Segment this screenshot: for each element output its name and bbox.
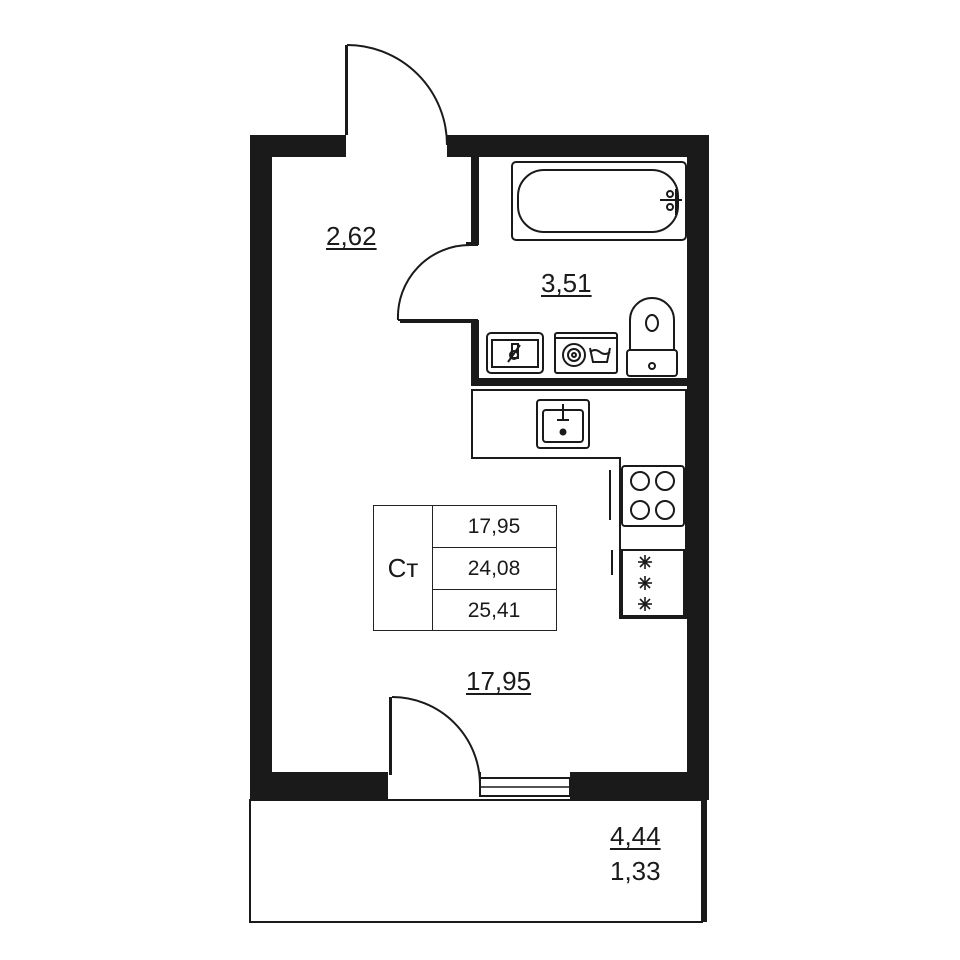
bathroom-area-label: 3,51	[541, 268, 592, 298]
balcony-full-area-label: 4,44	[610, 821, 661, 851]
balcony-door-jamb	[389, 697, 392, 775]
living-area-value: 17,95	[432, 506, 556, 548]
wall-bottom-right	[570, 772, 709, 800]
washbasin-icon	[486, 332, 544, 374]
total-area-with-balcony-value: 25,41	[467, 599, 521, 622]
bathroom-walls	[400, 155, 689, 386]
balcony	[249, 799, 707, 923]
kitchen-counter	[471, 389, 687, 619]
main-room-area-label: 17,95	[466, 666, 532, 696]
wall-left	[250, 135, 272, 800]
washing-machine-icon	[554, 332, 618, 374]
doors	[346, 44, 571, 797]
wall-right	[687, 135, 709, 800]
balcony-reduced-area-label: 1,33	[610, 856, 661, 886]
bathtub-icon	[511, 161, 687, 241]
entrance-jamb	[345, 45, 348, 135]
hall-area-label: 2,62	[326, 221, 377, 251]
wall-top-left	[250, 135, 346, 157]
kitchen-sink-icon	[536, 399, 590, 449]
outer-walls	[250, 45, 709, 800]
bathroom-door-swing	[396, 243, 471, 321]
balcony-door-swing	[391, 696, 481, 786]
apartment-type-code: Ст	[374, 506, 433, 630]
wall-bottom-left	[250, 772, 388, 800]
entrance-door-swing	[346, 44, 448, 146]
cooktop-icon	[621, 465, 685, 527]
wall-top-right	[447, 135, 709, 157]
toilet-icon	[626, 297, 678, 377]
area-summary-table: Ст 17,95 24,08 25,41	[373, 505, 557, 631]
total-area-value: 24,08	[432, 548, 556, 590]
refrigerator-icon	[621, 549, 685, 617]
